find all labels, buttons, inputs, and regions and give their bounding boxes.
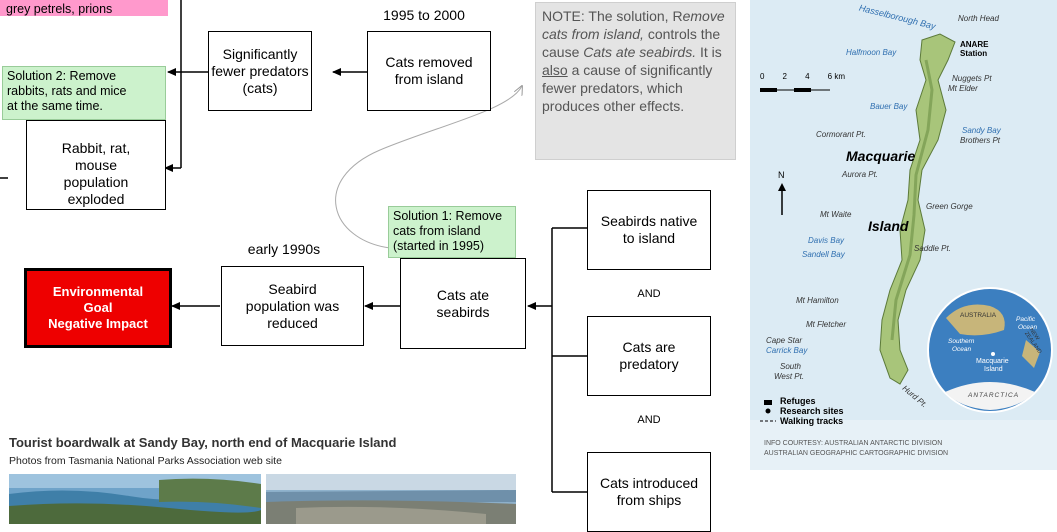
cats-ate-seabirds-box: Cats ate seabirds bbox=[400, 258, 526, 349]
label-north-head: North Head bbox=[958, 14, 999, 23]
seabirds-native-box: Seabirds native to island bbox=[587, 190, 711, 270]
label-macquarie: Macquarie bbox=[846, 148, 916, 164]
globe-macquarie: Macquarie bbox=[976, 358, 1009, 365]
photo-right-image bbox=[266, 474, 516, 524]
label-saddle: Saddle Pt. bbox=[914, 244, 951, 253]
boardwalk-photo-right bbox=[266, 474, 516, 524]
seabird-reduced-box: Seabird population was reduced bbox=[221, 266, 364, 346]
curved-arrow bbox=[335, 86, 522, 249]
globe-ocean: Ocean bbox=[1018, 324, 1038, 331]
note-box: NOTE: The solution, Remove cats from isl… bbox=[535, 2, 736, 160]
fewer-predators-box: Significantly fewer predators (cats) bbox=[208, 31, 312, 111]
solution-top-note: grey petrels, prions bbox=[0, 0, 168, 16]
label-brothers: Brothers Pt bbox=[960, 136, 1001, 145]
globe-southern: Southern bbox=[948, 338, 975, 345]
photo-left-image bbox=[9, 474, 261, 524]
timeline-early-label: early 1990s bbox=[247, 241, 321, 257]
label-sandy: Sandy Bay bbox=[962, 126, 1001, 135]
cats-removed-box: Cats removed from island bbox=[367, 31, 491, 111]
label-sandell: Sandell Bay bbox=[802, 250, 845, 259]
label-south-west-2: West Pt. bbox=[774, 372, 805, 381]
solution1-note: Solution 1: Remove cats from island (sta… bbox=[388, 206, 516, 258]
label-hamilton: Mt Hamilton bbox=[796, 296, 839, 305]
map-credit-1: INFO COURTESY: AUSTRALIAN ANTARCTIC DIVI… bbox=[764, 440, 943, 447]
north-label: N bbox=[778, 170, 785, 180]
island-shape bbox=[879, 33, 956, 385]
macquarie-island-map: Hasselborough Bay North Head ANARE Stati… bbox=[750, 0, 1057, 470]
causes-bracket bbox=[527, 227, 587, 493]
label-cape-star: Cape Star bbox=[766, 336, 803, 345]
label-station: Station bbox=[960, 49, 988, 58]
photo-caption: Tourist boardwalk at Sandy Bay, north en… bbox=[9, 435, 397, 450]
map-credit-2: AUSTRALIAN GEOGRAPHIC CARTOGRAPHIC DIVIS… bbox=[764, 450, 949, 457]
globe-australia: AUSTRALIA bbox=[960, 312, 997, 319]
label-elder: Mt Elder bbox=[948, 84, 978, 93]
environmental-goal-box: Environmental Goal Negative Impact bbox=[24, 268, 172, 348]
timeline-late-label: 1995 to 2000 bbox=[383, 7, 465, 23]
label-nuggets: Nuggets Pt bbox=[952, 74, 992, 83]
map-graphic bbox=[750, 0, 1057, 422]
globe-southern-ocean: Ocean bbox=[952, 346, 972, 353]
globe-antarctica: ANTARCTICA bbox=[968, 392, 1020, 399]
and-label-1: AND bbox=[637, 288, 661, 300]
label-fletcher: Mt Fletcher bbox=[806, 320, 847, 329]
label-south-west: South bbox=[780, 362, 801, 371]
solution2-note: Solution 2: Remove rabbits, rats and mic… bbox=[2, 66, 166, 120]
boardwalk-photo-left bbox=[9, 474, 261, 524]
label-bauer: Bauer Bay bbox=[870, 102, 908, 111]
label-island: Island bbox=[868, 218, 909, 234]
globe-pacific: Pacific bbox=[1016, 316, 1036, 323]
scale-labels: 0 2 4 6 km bbox=[760, 72, 845, 81]
bracket-line bbox=[164, 0, 182, 172]
label-cormorant: Cormorant Pt. bbox=[816, 130, 866, 139]
label-green-gorge: Green Gorge bbox=[926, 202, 973, 211]
legend-refuges: Refuges bbox=[780, 396, 816, 406]
label-aurora: Aurora Pt. bbox=[842, 170, 879, 179]
legend-walking: Walking tracks bbox=[780, 416, 844, 426]
photo-subcaption: Photos from Tasmania National Parks Asso… bbox=[9, 455, 282, 467]
label-waite: Mt Waite bbox=[820, 210, 852, 219]
and-label-2: AND bbox=[637, 414, 661, 426]
label-davis: Davis Bay bbox=[808, 236, 845, 245]
label-anare: ANARE bbox=[960, 40, 989, 49]
label-halfmoon: Halfmoon Bay bbox=[846, 48, 897, 57]
solution-top-text: grey petrels, prions bbox=[6, 2, 113, 16]
label-carrick: Carrick Bay bbox=[766, 346, 808, 355]
rabbit-population-box: Rabbit, rat, mouse population exploded bbox=[26, 120, 166, 210]
cats-predatory-box: Cats are predatory bbox=[587, 316, 711, 396]
globe-island: Island bbox=[984, 366, 1003, 373]
legend-research: Research sites bbox=[780, 406, 844, 416]
cats-introduced-box: Cats introduced from ships bbox=[587, 452, 711, 532]
